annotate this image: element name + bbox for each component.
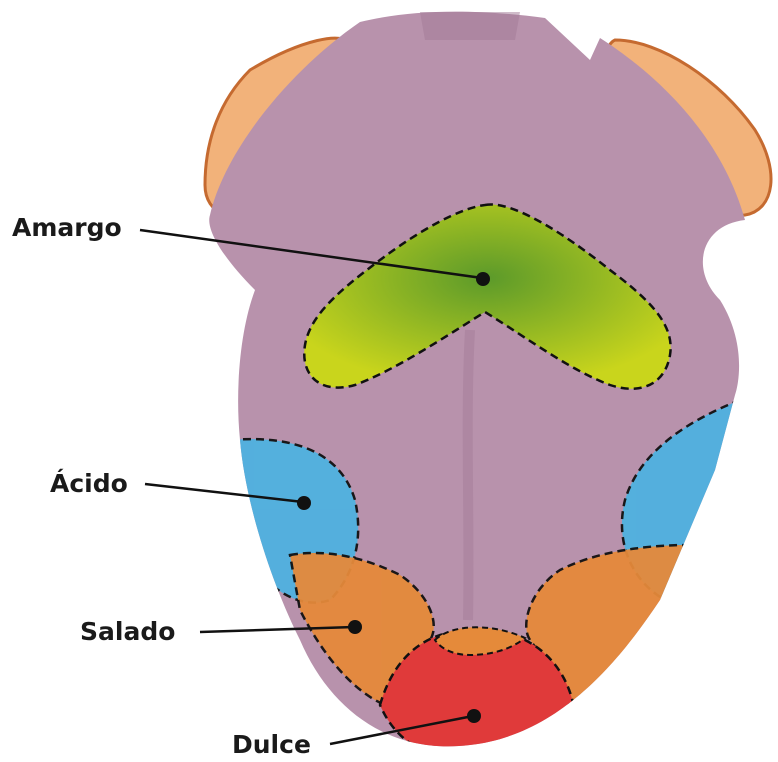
label-sour: Ácido <box>50 469 128 498</box>
marker-sour <box>297 496 311 510</box>
tongue <box>209 12 745 760</box>
label-bitter: Amargo <box>12 213 122 242</box>
marker-bitter <box>476 272 490 286</box>
label-sweet: Dulce <box>232 730 311 759</box>
marker-salty <box>348 620 362 634</box>
label-salty: Salado <box>80 617 175 646</box>
marker-sweet <box>467 709 481 723</box>
